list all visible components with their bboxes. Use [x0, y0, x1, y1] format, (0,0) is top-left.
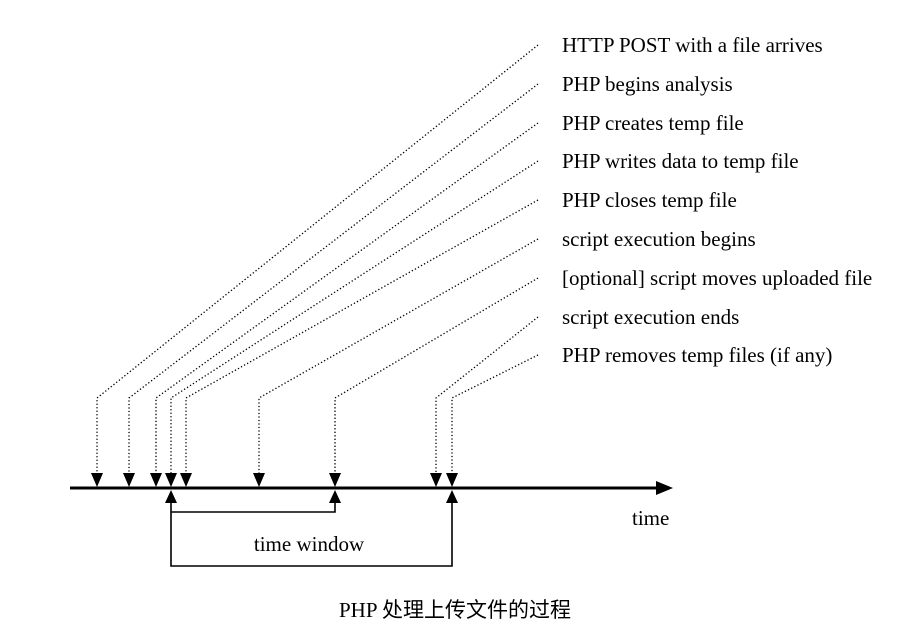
- leader-line-script-execution-ends: [435, 316, 539, 473]
- event-arrows: [91, 473, 458, 487]
- event-label-php-creates-temp-file: PHP creates temp file: [562, 111, 744, 135]
- time-window-bracket-outer: [170, 503, 453, 567]
- event-labels: HTTP POST with a file arrives PHP begins…: [562, 33, 872, 367]
- event-arrow-php-begins-analysis: [123, 473, 135, 487]
- leader-line-script-execution-begins: [258, 238, 539, 473]
- event-label-php-removes-temp-files: PHP removes temp files (if any): [562, 343, 832, 367]
- event-label-php-writes-temp-file: PHP writes data to temp file: [562, 149, 799, 173]
- time-axis-label: time: [632, 506, 669, 530]
- window-outer-end-arrow: [446, 490, 458, 503]
- event-arrow-script-execution-ends: [430, 473, 442, 487]
- event-label-php-closes-temp-file: PHP closes temp file: [562, 188, 737, 212]
- event-arrow-php-writes-temp-file: [165, 473, 177, 487]
- leader-lines: [96, 44, 539, 473]
- event-label-script-moves-uploaded-file: [optional] script moves uploaded file: [562, 266, 872, 290]
- event-arrow-http-post-arrives: [91, 473, 103, 487]
- event-arrow-php-creates-temp-file: [150, 473, 162, 487]
- event-arrow-php-closes-temp-file: [180, 473, 192, 487]
- time-window-bracket-inner: [171, 503, 336, 513]
- leader-line-php-removes-temp-files: [451, 354, 539, 473]
- event-label-script-execution-begins: script execution begins: [562, 227, 756, 251]
- event-label-script-execution-ends: script execution ends: [562, 305, 739, 329]
- event-arrow-script-moves-uploaded-file: [329, 473, 341, 487]
- window-inner-end-arrow: [329, 490, 341, 503]
- window-start-arrow: [165, 490, 177, 503]
- event-arrow-script-execution-begins: [253, 473, 265, 487]
- leader-line-php-writes-temp-file: [170, 160, 539, 473]
- time-axis: time: [70, 481, 673, 530]
- event-arrow-php-removes-temp-files: [446, 473, 458, 487]
- figure-caption: PHP 处理上传文件的过程: [339, 598, 571, 622]
- event-label-php-begins-analysis: PHP begins analysis: [562, 72, 733, 96]
- time-axis-arrowhead: [656, 481, 673, 495]
- event-label-http-post-arrives: HTTP POST with a file arrives: [562, 33, 823, 57]
- time-window-label: time window: [254, 532, 365, 556]
- leader-line-php-begins-analysis: [128, 83, 539, 473]
- time-window-brackets: time window: [165, 490, 458, 567]
